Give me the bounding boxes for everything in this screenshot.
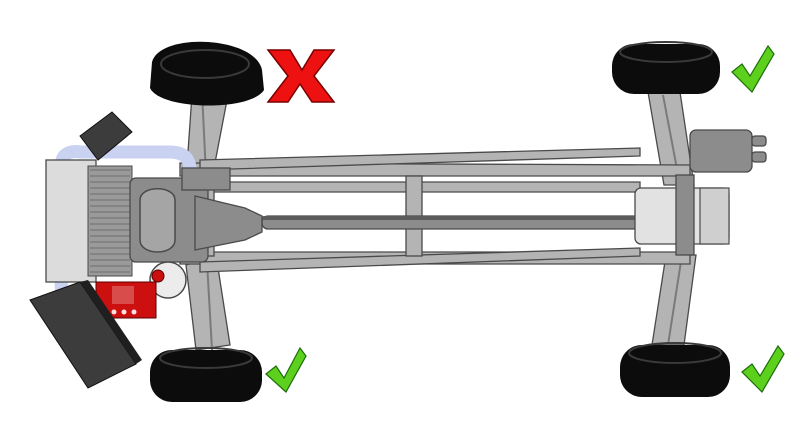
top-frame-rail	[199, 147, 641, 171]
rear-differential	[634, 129, 767, 256]
rear-muffler	[689, 129, 753, 173]
wheel-rear-right	[620, 342, 730, 397]
x-mark-front-left-icon	[266, 49, 336, 103]
wheel-front-left	[150, 41, 264, 106]
exhaust-manifold	[139, 188, 176, 253]
wheel-rear-left	[150, 347, 262, 402]
checkmark-rear-right-icon	[741, 344, 785, 393]
wheel-front-right	[612, 41, 720, 94]
bottom-frame-rail	[199, 247, 641, 273]
drive-shaft	[261, 215, 643, 230]
checkmark-front-right-icon	[731, 44, 775, 93]
transmission-bell	[194, 195, 263, 251]
radiator-fins	[90, 169, 130, 273]
upper-battery-box	[79, 111, 133, 161]
checkmark-rear-left-icon	[265, 346, 307, 393]
intake-pipe	[55, 145, 197, 187]
chassis-frame	[179, 91, 697, 351]
engine-assembly	[29, 111, 263, 389]
